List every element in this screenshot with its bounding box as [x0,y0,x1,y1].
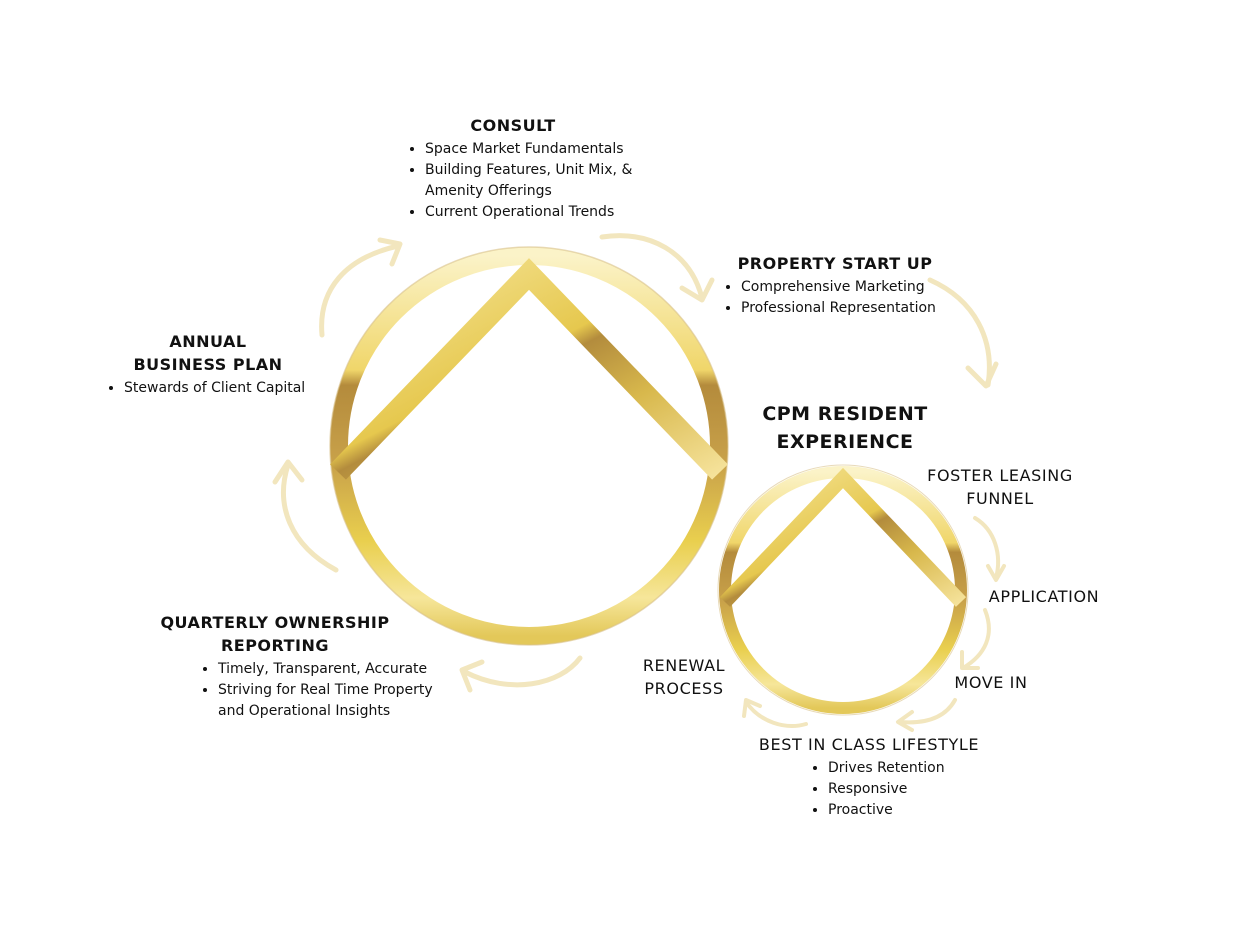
small-emblem [717,464,969,716]
list-item: Stewards of Client Capital [124,378,324,399]
list-item: Building Features, Unit Mix, & Amenity O… [425,160,645,202]
list-item: Proactive [828,800,992,821]
resident-title-line1: CPM RESIDENT [762,403,928,425]
quarterly-title-line2: REPORTING [220,636,330,655]
annual-title-line1: ANNUAL [169,332,247,351]
application-label: APPLICATION [988,587,1100,606]
startup-title: PROPERTY START UP [737,254,933,273]
lifestyle-list: Drives Retention Responsive Proactive [808,758,992,821]
list-item: Current Operational Trends [425,202,645,223]
annual-title-line2: BUSINESS PLAN [133,355,283,374]
foster-label: FOSTER LEASING FUNNEL [915,464,1085,510]
consult-block: CONSULT Space Market Fundamentals Buildi… [405,114,645,223]
movein-label: MOVE IN [954,673,1028,692]
renewal-line2: PROCESS [644,679,724,698]
arrow-application-to-movein [961,608,991,670]
arrow-quarterly-to-annual [281,462,339,573]
list-item: Responsive [828,779,992,800]
arrow-annual-to-consult [319,243,401,338]
foster-line2: FUNNEL [966,489,1034,508]
lifestyle-block: BEST IN CLASS LIFESTYLE Drives Retention… [752,733,992,821]
resident-title-line2: EXPERIENCE [776,431,914,453]
cycle-arrows [272,233,999,693]
arrow-foster-to-application [973,516,1001,580]
annual-block: ANNUAL BUSINESS PLAN Stewards of Client … [104,330,324,399]
renewal-line1: RENEWAL [642,656,726,675]
arrow-movein-to-lifestyle [898,698,957,725]
quarterly-list: Timely, Transparent, Accurate Striving f… [198,659,450,722]
arrow-consult-to-startup [599,233,705,301]
startup-block: PROPERTY START UP Comprehensive Marketin… [721,252,961,319]
arrow-lifestyle-to-renewal [744,700,808,728]
renewal-label: RENEWAL PROCESS [634,654,734,700]
consult-title: CONSULT [470,116,556,135]
arrow-startup-to-resident [927,277,992,388]
list-item: Timely, Transparent, Accurate [218,659,450,680]
arrow-to-quarterly [462,655,583,688]
consult-list: Space Market Fundamentals Building Featu… [405,139,645,223]
list-item: Professional Representation [741,298,961,319]
annual-list: Stewards of Client Capital [104,378,324,399]
resident-block: CPM RESIDENT EXPERIENCE [745,400,945,456]
list-item: Striving for Real Time Property and Oper… [218,680,450,722]
startup-list: Comprehensive Marketing Professional Rep… [721,277,961,319]
resident-arrows [742,516,1006,732]
quarterly-block: QUARTERLY OWNERSHIP REPORTING Timely, Tr… [160,611,450,722]
list-item: Space Market Fundamentals [425,139,645,160]
list-item: Comprehensive Marketing [741,277,961,298]
list-item: Drives Retention [828,758,992,779]
lifestyle-title: BEST IN CLASS LIFESTYLE [758,735,980,754]
large-emblem [329,246,729,646]
quarterly-title-line1: QUARTERLY OWNERSHIP [160,613,390,632]
foster-line1: FOSTER LEASING [927,466,1073,485]
